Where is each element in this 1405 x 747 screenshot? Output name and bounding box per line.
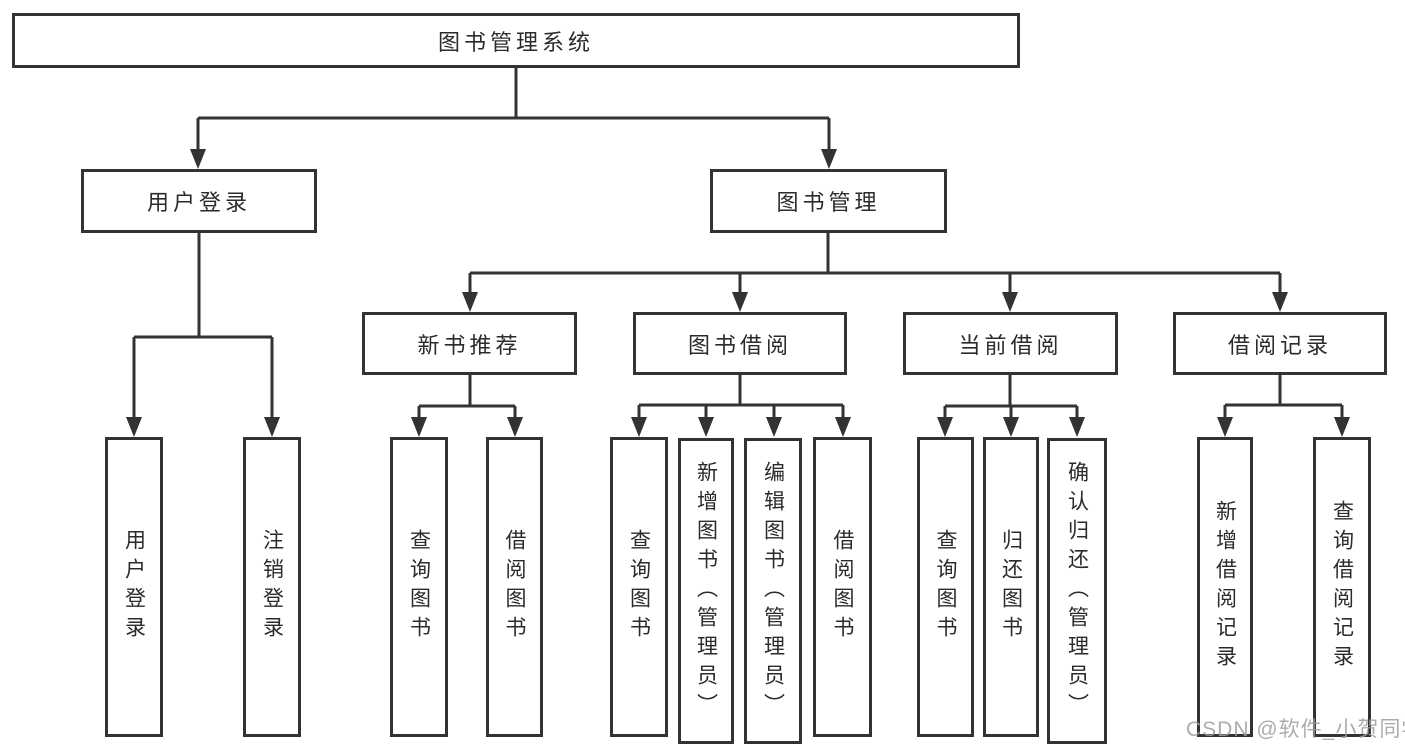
arrow-down-icon xyxy=(821,149,837,169)
leaf-edit-book-admin: 编辑图书（管理员） xyxy=(744,438,802,744)
arrow-down-icon xyxy=(698,417,714,437)
leaf-query-book-borrow: 查询图书 xyxy=(610,437,668,737)
node-book-borrow: 图书借阅 xyxy=(633,312,847,375)
arrow-down-icon xyxy=(835,417,851,437)
leaf-logout: 注销登录 xyxy=(243,437,301,737)
leaf-user-login: 用户登录 xyxy=(105,437,163,737)
leaf-add-borrow-record: 新增借阅记录 xyxy=(1197,437,1253,737)
node-user-login: 用户登录 xyxy=(81,169,317,233)
arrow-down-icon xyxy=(1272,292,1288,312)
leaf-query-borrow-record: 查询借阅记录 xyxy=(1313,437,1371,737)
arrow-down-icon xyxy=(1069,417,1085,437)
arrow-down-icon xyxy=(937,417,953,437)
arrow-down-icon xyxy=(1003,417,1019,437)
arrow-down-icon xyxy=(732,292,748,312)
arrow-down-icon xyxy=(264,417,280,437)
arrow-down-icon xyxy=(507,417,523,437)
node-book-management: 图书管理 xyxy=(710,169,947,233)
leaf-confirm-return-admin: 确认归还（管理员） xyxy=(1047,438,1107,744)
arrow-down-icon xyxy=(1217,417,1233,437)
node-new-book-recommend: 新书推荐 xyxy=(362,312,577,375)
arrow-down-icon xyxy=(126,417,142,437)
arrow-down-icon xyxy=(1002,292,1018,312)
arrow-down-icon xyxy=(766,417,782,437)
node-current-borrow: 当前借阅 xyxy=(903,312,1118,375)
csdn-watermark: CSDN @软件_小贺同学 xyxy=(1186,718,1405,741)
leaf-query-book-current: 查询图书 xyxy=(917,437,974,737)
arrow-down-icon xyxy=(411,417,427,437)
node-root: 图书管理系统 xyxy=(12,13,1020,68)
arrow-down-icon xyxy=(462,292,478,312)
leaf-query-book-recommend: 查询图书 xyxy=(390,437,448,737)
leaf-return-book: 归还图书 xyxy=(983,437,1039,737)
leaf-borrow-book-recommend: 借阅图书 xyxy=(486,437,543,737)
arrow-down-icon xyxy=(631,417,647,437)
arrow-down-icon xyxy=(1334,417,1350,437)
leaf-add-book-admin: 新增图书（管理员） xyxy=(678,438,734,744)
node-borrow-record: 借阅记录 xyxy=(1173,312,1387,375)
arrow-down-icon xyxy=(190,149,206,169)
leaf-borrow-book: 借阅图书 xyxy=(813,437,872,737)
